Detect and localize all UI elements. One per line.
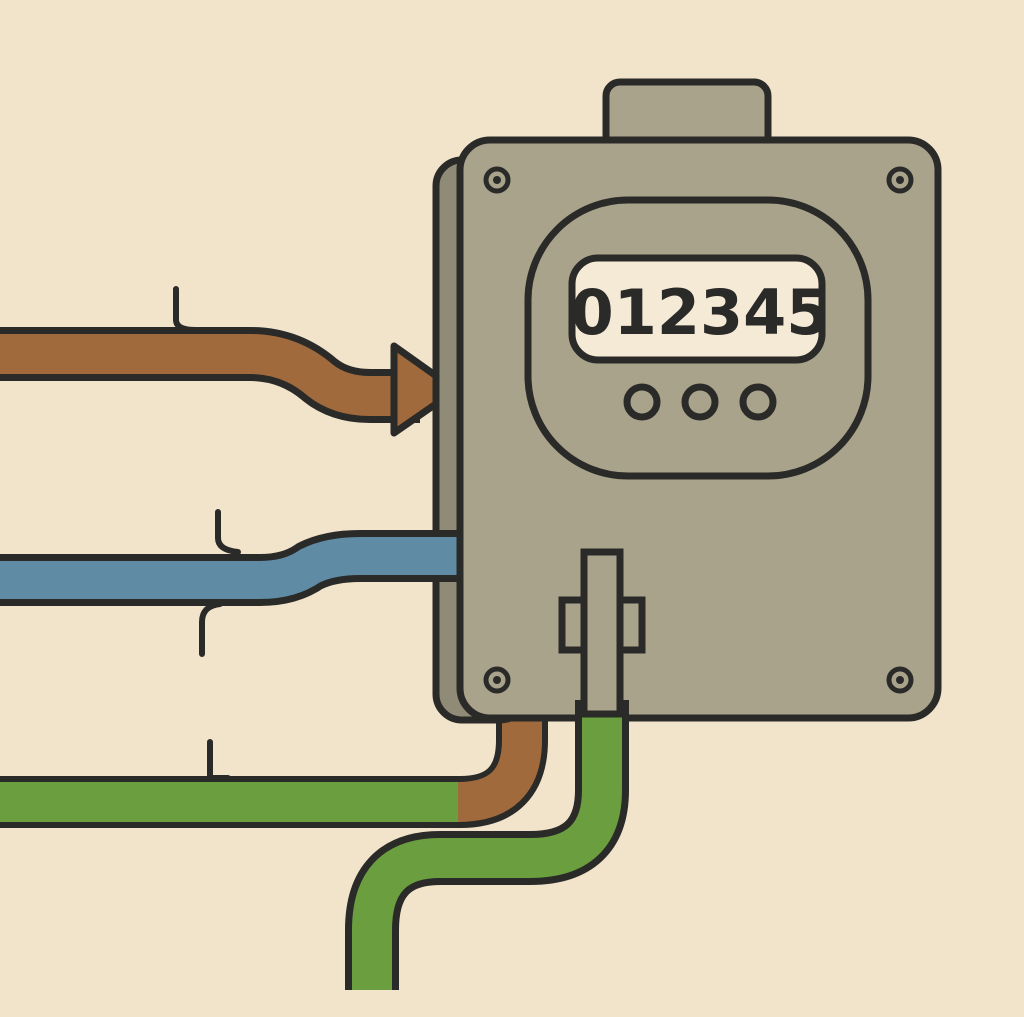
- cable-clamp: [558, 548, 646, 718]
- meter-reading: 012345: [571, 276, 830, 349]
- screw: [886, 666, 914, 694]
- wire-hook-mark: [173, 286, 199, 333]
- indicator-light: [739, 383, 777, 421]
- live-wire-arrowhead: [390, 342, 460, 437]
- wire-hook-mark: [207, 739, 231, 781]
- indicator-light: [623, 383, 661, 421]
- wire-hook-mark: [215, 509, 241, 555]
- wire-hook-mark: [199, 601, 223, 657]
- green-wire-out: [345, 700, 629, 990]
- meter-display-screen: [568, 254, 826, 364]
- earth-wire-brown-segment: [457, 712, 542, 822]
- earth-wire-in: [0, 712, 548, 828]
- screw: [483, 666, 511, 694]
- screw: [886, 166, 914, 194]
- live-wire-in: [0, 286, 460, 437]
- indicator-light: [681, 383, 719, 421]
- neutral-wire-in: [0, 509, 462, 657]
- screw: [483, 166, 511, 194]
